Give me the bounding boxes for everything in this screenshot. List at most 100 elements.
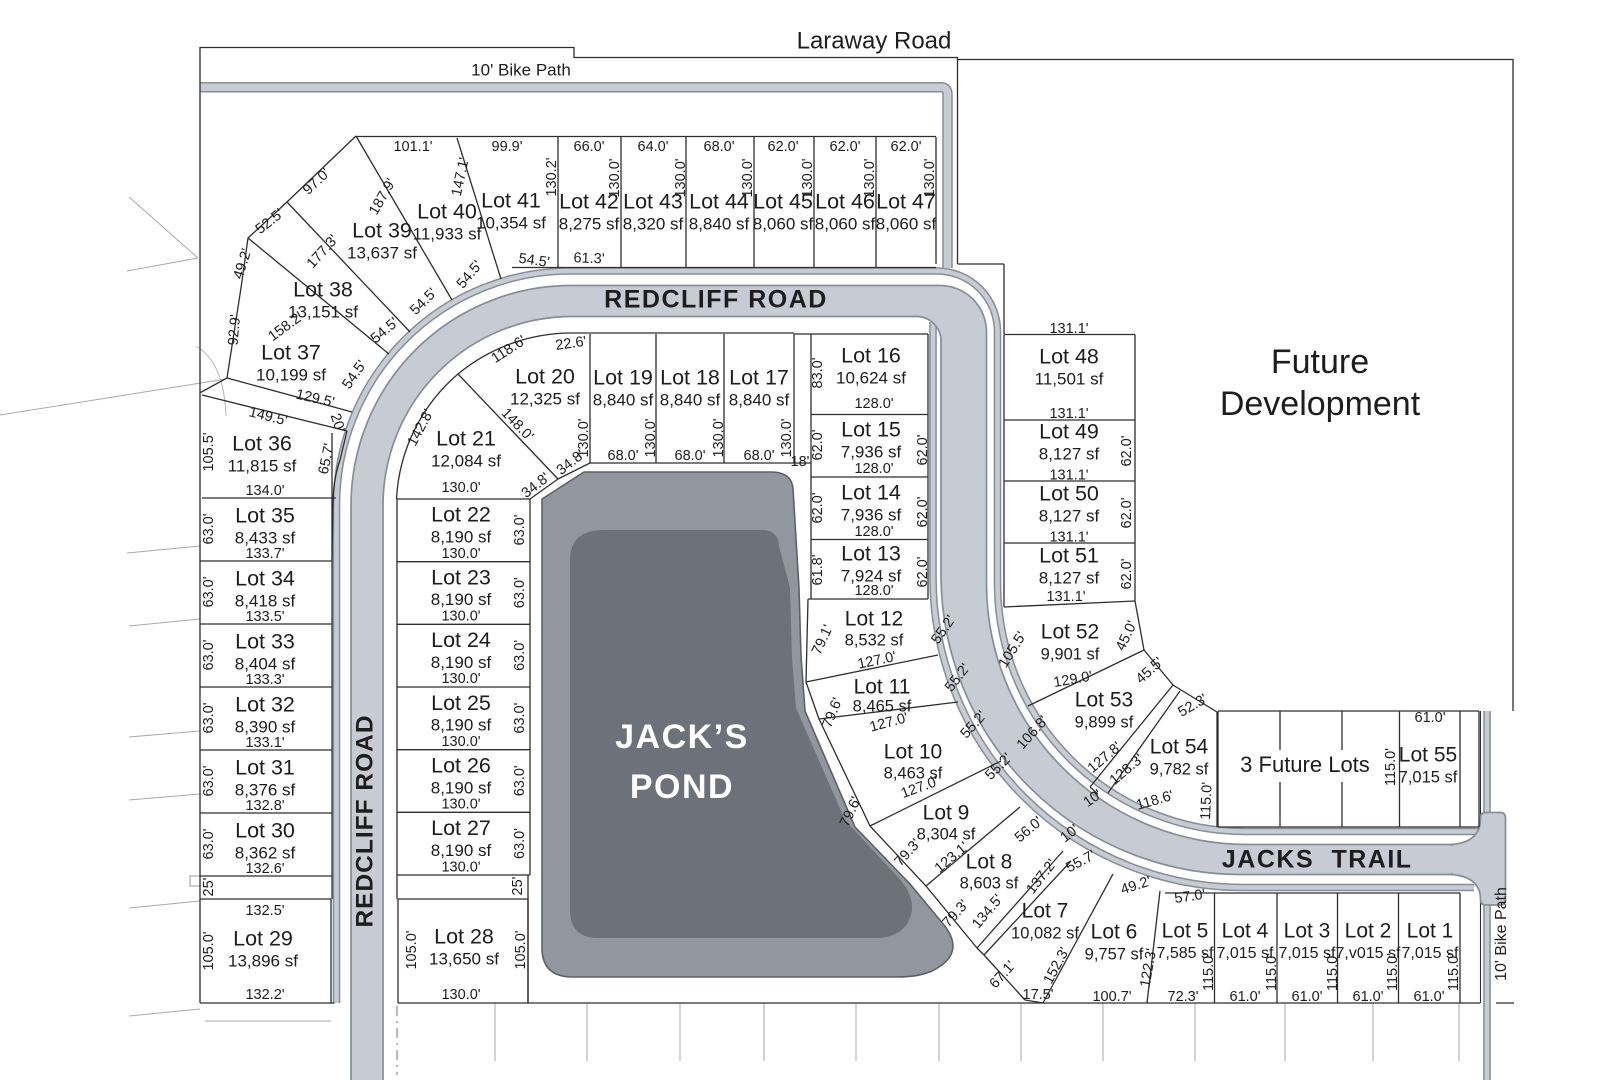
svg-text:TRAIL: TRAIL xyxy=(1331,846,1412,874)
svg-text:8,275 sf: 8,275 sf xyxy=(559,214,620,233)
svg-text:Lot 45: Lot 45 xyxy=(753,190,813,214)
svg-text:Lot 23: Lot 23 xyxy=(431,565,491,589)
svg-text:68.0': 68.0' xyxy=(608,448,639,464)
svg-text:128.0': 128.0' xyxy=(854,524,893,540)
svg-text:Lot 26: Lot 26 xyxy=(431,753,491,777)
svg-text:101.1': 101.1' xyxy=(393,139,432,155)
svg-text:128.0': 128.0' xyxy=(854,396,893,412)
svg-text:131.1': 131.1' xyxy=(1049,321,1088,337)
svg-text:12,325 sf: 12,325 sf xyxy=(510,389,580,408)
svg-text:57.0': 57.0' xyxy=(1174,887,1207,907)
svg-text:25': 25' xyxy=(201,877,217,896)
svg-text:11,501 sf: 11,501 sf xyxy=(1035,369,1104,388)
svg-text:Lot 31: Lot 31 xyxy=(235,756,295,780)
svg-text:7,v015 sf: 7,v015 sf xyxy=(1336,945,1401,962)
svg-text:Lot 54: Lot 54 xyxy=(1150,736,1209,759)
svg-text:62.0': 62.0' xyxy=(915,434,931,465)
svg-text:7,015 sf: 7,015 sf xyxy=(1399,768,1458,786)
svg-text:115.0': 115.0' xyxy=(1385,953,1401,991)
svg-text:Future: Future xyxy=(1271,343,1369,381)
svg-text:8,304 sf: 8,304 sf xyxy=(917,825,976,843)
svg-text:130.0': 130.0' xyxy=(441,609,480,625)
svg-text:66.0': 66.0' xyxy=(574,139,605,155)
svg-text:Lot 30: Lot 30 xyxy=(235,819,295,843)
svg-text:132.6': 132.6' xyxy=(245,861,284,877)
svg-text:3 Future Lots: 3 Future Lots xyxy=(1240,752,1370,777)
svg-text:Lot 24: Lot 24 xyxy=(431,628,491,652)
svg-text:8,127 sf: 8,127 sf xyxy=(1039,568,1100,587)
svg-text:130.0': 130.0' xyxy=(441,797,480,813)
svg-text:Lot 35: Lot 35 xyxy=(235,504,295,528)
svg-text:Lot 48: Lot 48 xyxy=(1039,345,1099,369)
svg-text:Lot 13: Lot 13 xyxy=(841,542,901,566)
svg-text:62.0': 62.0' xyxy=(1119,558,1135,589)
svg-text:25': 25' xyxy=(510,876,526,895)
svg-text:61.0': 61.0' xyxy=(1230,989,1261,1005)
svg-text:Lot 19: Lot 19 xyxy=(593,366,653,390)
svg-text:83.0': 83.0' xyxy=(810,357,826,388)
svg-text:Lot 4: Lot 4 xyxy=(1222,920,1269,943)
svg-text:7,936 sf: 7,936 sf xyxy=(841,505,902,524)
svg-text:JACK’S: JACK’S xyxy=(615,718,749,756)
svg-text:Lot 12: Lot 12 xyxy=(845,608,903,631)
svg-text:8,060 sf: 8,060 sf xyxy=(815,214,876,233)
svg-text:13,650 sf: 13,650 sf xyxy=(429,949,499,968)
svg-text:147.1': 147.1' xyxy=(449,156,473,198)
svg-text:115.0': 115.0' xyxy=(1264,953,1280,991)
svg-text:7,924 sf: 7,924 sf xyxy=(841,566,902,585)
svg-text:8,190 sf: 8,190 sf xyxy=(431,778,492,797)
svg-text:Lot 17: Lot 17 xyxy=(729,366,789,390)
svg-text:130.0': 130.0' xyxy=(441,859,480,875)
svg-text:9,899 sf: 9,899 sf xyxy=(1075,713,1134,731)
svg-text:68.0': 68.0' xyxy=(744,448,775,464)
svg-text:10,199 sf: 10,199 sf xyxy=(256,365,326,384)
svg-text:68.0': 68.0' xyxy=(675,448,706,464)
svg-text:11,933 sf: 11,933 sf xyxy=(413,224,482,243)
svg-text:130.0': 130.0' xyxy=(862,158,878,197)
svg-text:8,376 sf: 8,376 sf xyxy=(235,780,296,799)
svg-text:105.0': 105.0' xyxy=(513,930,529,969)
svg-text:Lot 39: Lot 39 xyxy=(352,219,412,243)
svg-text:7,015 sf: 7,015 sf xyxy=(1402,945,1459,962)
svg-text:8,463 sf: 8,463 sf xyxy=(884,764,943,782)
svg-text:Laraway Road: Laraway Road xyxy=(797,27,952,54)
svg-text:134.0': 134.0' xyxy=(245,483,284,499)
svg-text:10' Bike Path: 10' Bike Path xyxy=(1493,887,1510,981)
svg-text:7,936 sf: 7,936 sf xyxy=(841,442,902,461)
svg-text:129.0': 129.0' xyxy=(1052,669,1093,692)
svg-text:133.3': 133.3' xyxy=(245,672,284,688)
svg-text:130.0': 130.0' xyxy=(441,480,480,496)
svg-text:Lot 36: Lot 36 xyxy=(232,432,292,456)
svg-text:8,840 sf: 8,840 sf xyxy=(593,390,654,409)
svg-text:Lot 3: Lot 3 xyxy=(1284,920,1331,943)
svg-text:62.0': 62.0' xyxy=(891,139,922,155)
svg-text:63.0': 63.0' xyxy=(512,514,528,545)
svg-text:63.0': 63.0' xyxy=(201,828,217,859)
svg-text:132.2': 132.2' xyxy=(245,987,284,1003)
svg-text:Lot 9: Lot 9 xyxy=(923,802,970,825)
svg-text:115.0': 115.0' xyxy=(1198,781,1216,820)
svg-text:8,320 sf: 8,320 sf xyxy=(623,214,684,233)
svg-text:61.0': 61.0' xyxy=(1353,989,1384,1005)
svg-text:63.0': 63.0' xyxy=(512,702,528,733)
svg-text:9,901 sf: 9,901 sf xyxy=(1041,645,1100,663)
svg-text:8,465 sf: 8,465 sf xyxy=(853,697,912,715)
svg-text:Lot 7: Lot 7 xyxy=(1022,900,1069,923)
svg-text:Lot 21: Lot 21 xyxy=(436,427,496,451)
svg-text:Lot 16: Lot 16 xyxy=(841,344,901,368)
svg-text:62.0': 62.0' xyxy=(768,139,799,155)
svg-text:131.1': 131.1' xyxy=(1049,406,1088,422)
svg-text:8,127 sf: 8,127 sf xyxy=(1039,506,1100,525)
svg-text:8,190 sf: 8,190 sf xyxy=(431,590,492,609)
svg-text:130.0': 130.0' xyxy=(441,734,480,750)
svg-text:10,624 sf: 10,624 sf xyxy=(836,368,906,387)
svg-text:8,532 sf: 8,532 sf xyxy=(845,631,904,649)
svg-text:Lot 37: Lot 37 xyxy=(261,341,321,365)
svg-text:130.2': 130.2' xyxy=(544,157,560,196)
svg-text:133.7': 133.7' xyxy=(245,546,284,562)
svg-text:62.0': 62.0' xyxy=(810,429,826,460)
svg-text:127.0': 127.0' xyxy=(856,649,898,673)
svg-text:7,015 sf: 7,015 sf xyxy=(1279,945,1336,962)
svg-text:Lot 18: Lot 18 xyxy=(660,366,720,390)
svg-text:63.0': 63.0' xyxy=(201,702,217,733)
